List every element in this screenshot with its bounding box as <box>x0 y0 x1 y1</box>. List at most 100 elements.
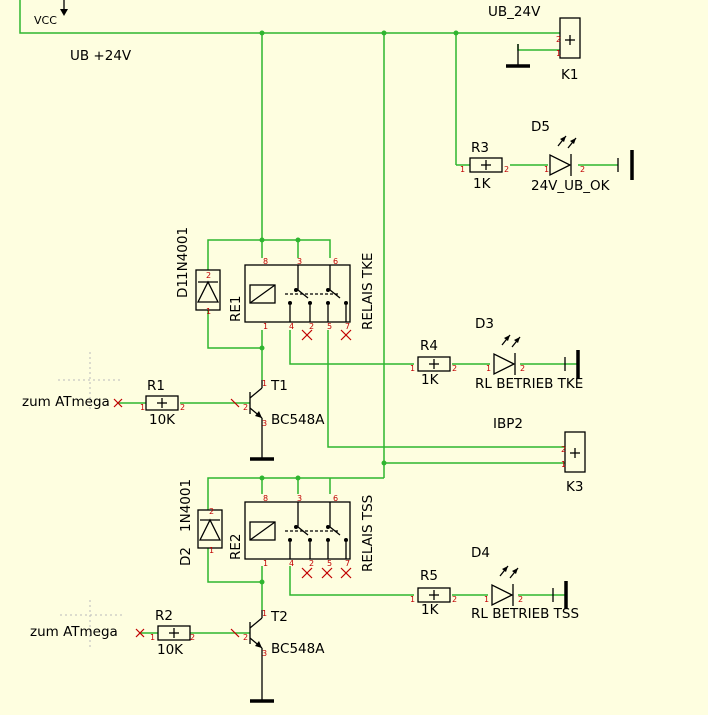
diode-d1-name: D1 <box>175 279 191 298</box>
svg-text:3: 3 <box>297 257 302 266</box>
svg-text:1: 1 <box>561 460 566 469</box>
ground-d5-icon <box>617 150 634 180</box>
relay-re2-nc-marks <box>301 567 352 579</box>
svg-text:5: 5 <box>327 559 332 568</box>
input-2-label: zum ATmega <box>30 624 118 640</box>
resistor-r5-name: R5 <box>420 568 438 584</box>
svg-text:6: 6 <box>333 257 338 266</box>
relay-re2-name: RE2 <box>228 534 244 561</box>
ground-d3-icon <box>564 350 580 378</box>
svg-text:1: 1 <box>206 307 211 316</box>
svg-text:4: 4 <box>289 322 294 331</box>
resistor-r3 <box>469 157 503 173</box>
transistor-t2-icon <box>249 610 263 682</box>
diode-d1-value: 1N4001 <box>175 227 191 280</box>
svg-text:2: 2 <box>309 322 314 331</box>
relay-re1-nc-marks <box>301 329 352 341</box>
input-2-marker <box>60 600 240 650</box>
relay-re1-value: RELAIS TKE <box>360 253 376 330</box>
resistor-r1-name: R1 <box>147 378 165 394</box>
connector-k1-label: K1 <box>561 67 578 83</box>
svg-text:2: 2 <box>243 403 248 412</box>
ground-k1-icon <box>506 44 530 68</box>
net-label-ibp2: IBP2 <box>493 416 523 432</box>
led-d4-icon <box>491 565 519 607</box>
input-1-marker <box>58 352 240 410</box>
led-d5-icon <box>549 135 577 177</box>
led-d4-name: D4 <box>471 545 490 561</box>
svg-text:1: 1 <box>140 403 145 412</box>
svg-text:1: 1 <box>410 595 415 604</box>
svg-text:1: 1 <box>262 609 267 618</box>
input-1-label: zum ATmega <box>22 394 110 410</box>
resistor-r2-value: 10K <box>157 642 184 658</box>
svg-text:2: 2 <box>520 364 525 373</box>
resistor-r2 <box>157 625 191 641</box>
svg-text:2: 2 <box>190 633 195 642</box>
svg-text:3: 3 <box>262 649 267 658</box>
led-d3-name: D3 <box>475 316 494 332</box>
ground-t2-icon <box>250 682 274 703</box>
svg-text:2: 2 <box>518 595 523 604</box>
led-d5-name: D5 <box>531 119 550 135</box>
svg-text:1: 1 <box>484 595 489 604</box>
svg-text:2: 2 <box>580 165 585 174</box>
svg-text:1: 1 <box>263 559 268 568</box>
diode-d2-value: 1N4001 <box>178 479 194 532</box>
net-label-vcc: VCC <box>34 14 57 27</box>
resistor-r1 <box>145 395 179 411</box>
svg-text:1: 1 <box>150 633 155 642</box>
svg-text:2: 2 <box>504 165 509 174</box>
net-label-ub-24v: UB_24V <box>488 4 541 20</box>
svg-text:2: 2 <box>180 403 185 412</box>
diode-d2-name: D2 <box>178 547 194 566</box>
resistor-r3-value: 1K <box>473 176 492 192</box>
transistor-t1-value: BC548A <box>271 412 325 428</box>
svg-text:2: 2 <box>452 364 457 373</box>
transistor-t2-name: T2 <box>270 609 288 625</box>
svg-text:1: 1 <box>410 364 415 373</box>
net-label-ub-plus-24v: UB +24V <box>70 48 132 64</box>
svg-text:7: 7 <box>345 322 350 331</box>
svg-text:6: 6 <box>333 494 338 503</box>
diode-d2-icon <box>197 509 223 549</box>
svg-text:2: 2 <box>561 445 566 454</box>
svg-text:2: 2 <box>309 559 314 568</box>
svg-text:1: 1 <box>262 379 267 388</box>
svg-text:3: 3 <box>262 419 267 428</box>
connector-k1 <box>559 17 581 59</box>
svg-text:8: 8 <box>263 257 268 266</box>
led-d4-value: RL BETRIEB TSS <box>471 606 579 622</box>
svg-text:2: 2 <box>556 35 561 44</box>
led-d3-value: RL BETRIEB TKE <box>475 376 583 392</box>
svg-text:1: 1 <box>263 322 268 331</box>
svg-text:1: 1 <box>544 165 549 174</box>
relay-re2 <box>244 501 351 560</box>
svg-text:2: 2 <box>243 633 248 642</box>
svg-text:7: 7 <box>345 559 350 568</box>
led-d5-value: 24V_UB_OK <box>531 178 611 194</box>
svg-text:1: 1 <box>486 364 491 373</box>
svg-text:2: 2 <box>209 507 214 516</box>
ground-t1-icon <box>250 440 274 461</box>
led-d3-icon <box>493 334 521 376</box>
svg-text:2: 2 <box>452 595 457 604</box>
svg-text:5: 5 <box>327 322 332 331</box>
relay-re1 <box>244 264 351 323</box>
relay-re2-value: RELAIS TSS <box>360 495 376 572</box>
resistor-r5 <box>417 587 451 603</box>
diode-d1-icon <box>195 269 221 311</box>
junctions <box>259 30 459 585</box>
svg-text:3: 3 <box>297 494 302 503</box>
resistor-r3-name: R3 <box>471 140 489 156</box>
svg-text:4: 4 <box>289 559 294 568</box>
connector-k3 <box>564 431 586 473</box>
resistor-r2-name: R2 <box>155 608 173 624</box>
svg-text:1: 1 <box>209 546 214 555</box>
transistor-t1-name: T1 <box>270 378 288 394</box>
resistor-r4 <box>417 356 451 372</box>
resistor-r4-value: 1K <box>421 372 440 388</box>
resistor-r5-value: 1K <box>421 602 440 618</box>
svg-text:1: 1 <box>556 49 561 58</box>
